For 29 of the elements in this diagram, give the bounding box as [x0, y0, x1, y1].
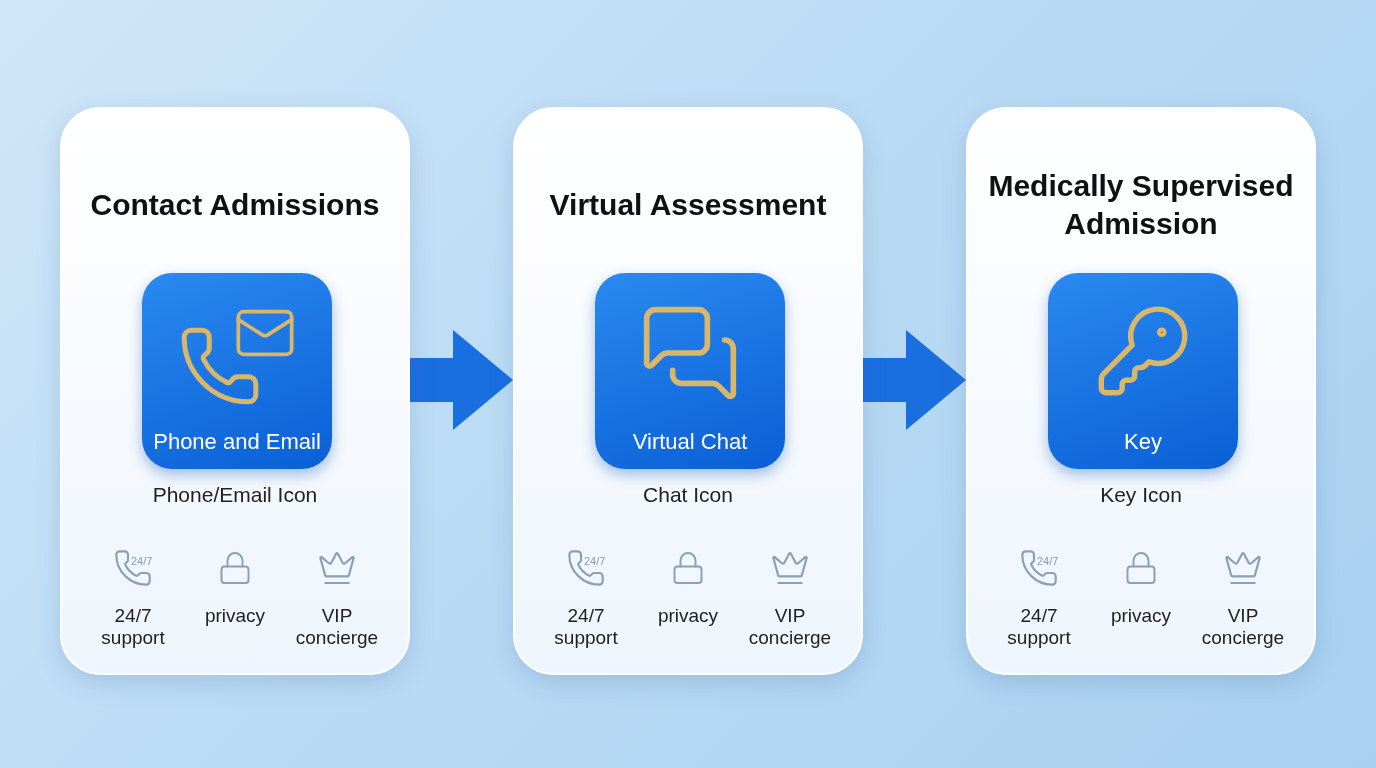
step-card [60, 107, 410, 675]
tile-label: Key [1123, 429, 1163, 455]
feature-label: privacy [1110, 605, 1172, 627]
feature-label: privacy [657, 605, 719, 627]
icon-caption: Chat Icon [642, 483, 734, 507]
feature-label: 24/7 support [553, 605, 619, 649]
feature-label: 24/7 support [100, 605, 166, 649]
feature-label: privacy [204, 605, 266, 627]
icon-caption: Phone/Email Icon [151, 483, 319, 507]
icon-tile [142, 273, 332, 469]
step-title: Virtual Assessment [548, 187, 828, 223]
tile-label: Virtual Chat [631, 429, 749, 455]
icon-label: 24/7 [584, 555, 606, 567]
arrow [863, 330, 966, 430]
arrow [410, 330, 513, 430]
icon-caption: Key Icon [1099, 483, 1183, 507]
step-title: Contact Admissions [89, 187, 381, 223]
step-title: Medically Supervised Admission [987, 168, 1295, 242]
icon-tile [1048, 273, 1238, 469]
icon-label: 24/7 [131, 555, 153, 567]
feature-label: 24/7 support [1006, 605, 1072, 649]
step-card [966, 107, 1316, 675]
feature-label: VIP concierge [1200, 605, 1286, 649]
tile-label: Phone and Email [152, 429, 322, 455]
feature-label: VIP concierge [747, 605, 833, 649]
icon-label: 24/7 [1037, 555, 1059, 567]
step-card [513, 107, 863, 675]
feature-label: VIP concierge [294, 605, 380, 649]
icon-tile [595, 273, 785, 469]
